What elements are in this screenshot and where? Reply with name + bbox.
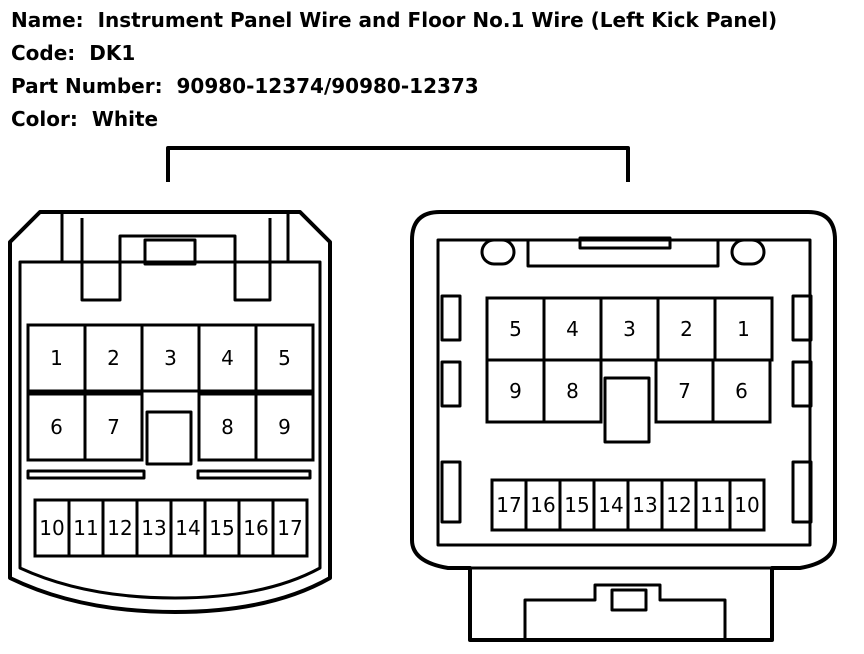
right-terminal-9-label: 9 [509,379,522,403]
left-terminal-9-cell [254,392,315,462]
mating-bracket [166,146,630,182]
left-terminal-1-label: 1 [50,346,63,370]
right-terminal-13-label: 13 [632,493,657,517]
left-terminal-3-label: 3 [164,346,177,370]
right-terminal-4-label: 4 [566,317,579,341]
left-terminal-17-label: 17 [277,516,302,540]
left-terminal-6-label: 6 [50,415,63,439]
left-terminal-5-cell [254,323,315,393]
left-terminal-7-label: 7 [107,415,120,439]
code-label: Code: [11,41,76,65]
left-terminal-17-cell [271,498,309,558]
right-terminal-15-label: 15 [564,493,589,517]
left-terminal-2-label: 2 [107,346,120,370]
right-terminal-14-label: 14 [598,493,623,517]
color-label: Color: [11,107,78,131]
color-row: Color: White [11,103,777,136]
right-terminal-3-label: 3 [623,317,636,341]
right-terminal-8-label: 8 [566,379,579,403]
right-terminal-12-label: 12 [666,493,691,517]
left-terminal-4-label: 4 [221,346,234,370]
right-terminal-10-label: 10 [734,493,759,517]
right-terminal-8-cell [542,358,603,424]
right-terminal-7-label: 7 [678,379,691,403]
left-terminal-12-label: 12 [107,516,132,540]
color-value: White [91,107,159,131]
name-label: Name: [11,8,84,32]
right-terminal-10-cell [728,478,766,532]
left-terminal-11-label: 11 [73,516,98,540]
code-value: DK1 [89,41,136,65]
right-terminal-1-label: 1 [737,317,750,341]
part-number-label: Part Number: [11,74,163,98]
name-row: Name: Instrument Panel Wire and Floor No… [11,4,777,37]
part-number-value: 90980-12374/90980-12373 [176,74,479,98]
left-terminal-9-label: 9 [278,415,291,439]
left-terminal-13-label: 13 [141,516,166,540]
left-terminal-10-label: 10 [39,516,64,540]
right-terminal-16-label: 16 [530,493,555,517]
right-terminal-11-label: 11 [700,493,725,517]
right-terminal-6-label: 6 [735,379,748,403]
left-connector-body [8,210,332,614]
connector-info: Name: Instrument Panel Wire and Floor No… [11,4,777,136]
right-terminal-2-label: 2 [680,317,693,341]
left-terminal-15-label: 15 [209,516,234,540]
left-terminal-14-label: 14 [175,516,200,540]
right-terminal-6-cell [711,358,772,424]
part-number-row: Part Number: 90980-12374/90980-12373 [11,70,777,103]
left-terminal-8-label: 8 [221,415,234,439]
right-terminal-5-label: 5 [509,317,522,341]
right-terminal-17-label: 17 [496,493,521,517]
right-connector-body [410,210,837,642]
left-terminal-16-label: 16 [243,516,268,540]
left-terminal-7-cell [83,392,144,462]
left-terminal-5-label: 5 [278,346,291,370]
name-value: Instrument Panel Wire and Floor No.1 Wir… [97,8,778,32]
code-row: Code: DK1 [11,37,777,70]
